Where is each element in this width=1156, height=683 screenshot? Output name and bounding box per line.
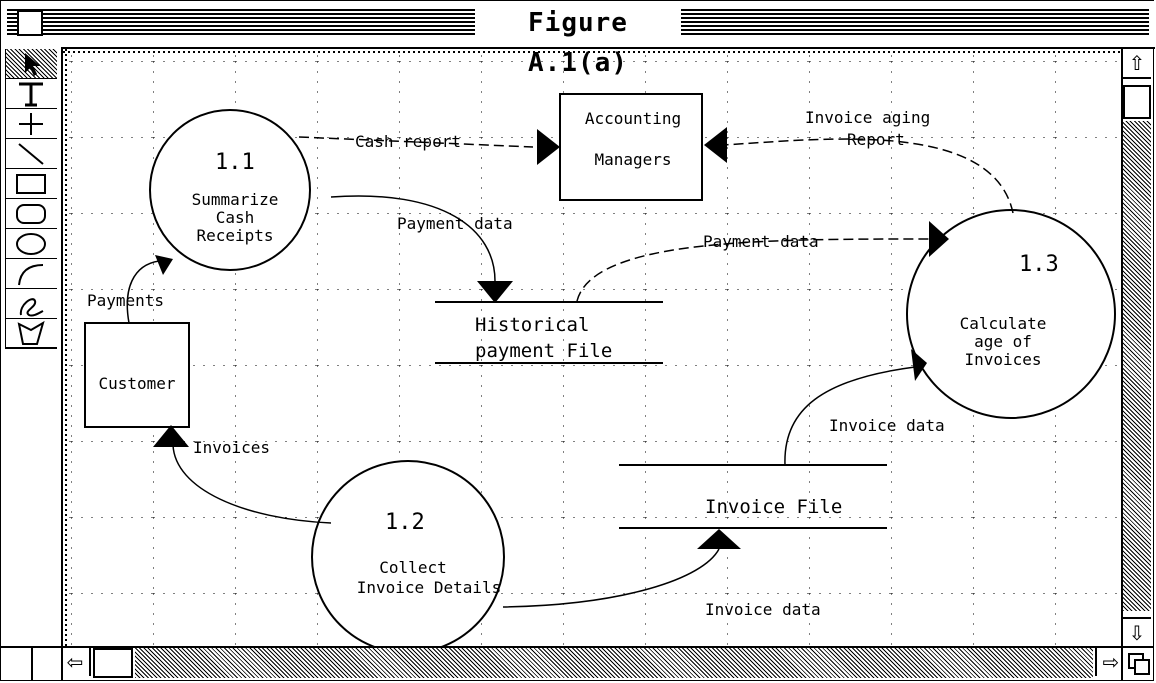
entity-customer[interactable]: Customer [84,322,190,428]
plus-icon [19,112,43,135]
process-1-1-id: 1.1 [215,150,255,175]
store-historical-payment-file[interactable]: Historical payment File [435,301,663,364]
polygon-icon [17,320,45,345]
historical-label-2: payment File [475,340,612,362]
vertical-scroll-thumb[interactable] [1123,85,1151,119]
arc-icon [18,263,44,285]
process-1-1-label-3: Receipts [196,226,273,245]
flow-cash-report-label: Cash report [355,132,461,151]
flow-payment-data-2-label: Payment data [703,232,819,251]
historical-label-1: Historical [475,314,589,336]
text-tool[interactable] [5,79,57,109]
polygon-tool[interactable] [5,319,57,349]
text-T-icon [19,82,43,106]
flow-payment-data-to-1-3[interactable]: Payment data [576,221,949,302]
flow-invoice-aging-report[interactable]: Invoice aging Report [704,108,1014,214]
process-1-3[interactable]: 1.3 Calculate age of Invoices [906,209,1116,419]
vertical-scrollbar[interactable]: ⇧ ⇩ [1121,49,1153,647]
process-1-2-label-2: Invoice Details [357,578,502,597]
oval-tool[interactable] [5,229,57,259]
process-1-1[interactable]: 1.1 Summarize Cash Receipts [149,109,311,271]
process-1-3-label-1: Calculate [960,314,1047,333]
process-1-2-id: 1.2 [385,510,425,535]
scroll-left-arrow-icon[interactable]: ⇦ [61,648,91,676]
line-tool[interactable] [5,139,57,169]
store-invoice-file[interactable]: Invoice File [619,464,887,529]
flow-payment-data-to-store[interactable]: Payment data [330,195,513,303]
process-1-3-label-2: age of [974,332,1032,351]
arrow-tool[interactable] [5,49,57,79]
palette-edge [1,49,6,347]
data-flow-diagram[interactable]: 1.1 Summarize Cash Receipts 1.2 Collect … [63,49,1123,649]
invoice-file-label: Invoice File [705,496,842,518]
arrowhead-to-1-3-top [929,221,949,257]
vertical-scroll-track[interactable] [1123,121,1151,611]
process-1-2-label-1: Collect [379,558,446,577]
accounting-label-1: Accounting [585,109,681,128]
resize-box-icon[interactable] [1121,646,1153,680]
rounded-rectangle-icon [16,203,46,224]
process-1-2[interactable]: 1.2 Collect Invoice Details [311,460,505,649]
arc-tool[interactable] [5,259,57,289]
diagram-canvas[interactable]: 1.1 Summarize Cash Receipts 1.2 Collect … [63,49,1123,649]
horizontal-scroll-thumb[interactable] [93,648,133,678]
rounded-rectangle-tool[interactable] [5,199,57,229]
orthogonal-line-tool[interactable] [5,109,57,139]
flow-invoice-aging-label-2: Report [847,130,905,149]
scroll-down-arrow-icon[interactable]: ⇩ [1123,617,1151,647]
rectangle-icon [16,173,46,194]
arrowhead-to-historical [477,281,513,303]
flow-invoice-data-to-store[interactable]: Invoice data [502,529,821,619]
arrowhead-to-invoice-file [697,529,741,549]
arrowhead-to-customer [153,425,189,447]
entity-accounting-managers[interactable]: Accounting Managers [559,93,703,201]
horizontal-scroll-track[interactable] [135,648,1093,678]
arrowhead-to-1-3-left [911,349,927,381]
flow-invoice-data-to-1-3[interactable]: Invoice data [784,349,945,466]
rectangle-tool[interactable] [5,169,57,199]
tool-palette [1,47,63,647]
freehand-icon [19,297,44,316]
horizontal-scrollbar[interactable]: ⇦ ⇨ [61,646,1125,680]
window-title: Figure A.1(a) [475,3,681,78]
scroll-right-arrow-icon[interactable]: ⇨ [1095,648,1125,676]
arrow-pointer-icon [25,52,40,76]
flow-payments-label: Payments [87,291,164,310]
palette-footer-divider [31,648,33,680]
flow-invoice-data-1-label: Invoice data [829,416,945,435]
palette-footer [1,646,63,680]
oval-icon [16,232,46,255]
process-1-1-label-1: Summarize [192,190,279,209]
flow-invoice-aging-label-1: Invoice aging [805,108,930,127]
customer-label: Customer [98,374,175,393]
process-1-1-label-2: Cash [216,208,255,227]
flow-cash-report[interactable]: Cash report [298,129,560,165]
flow-payments[interactable]: Payments [87,255,173,324]
scroll-up-arrow-icon[interactable]: ⇧ [1123,49,1151,79]
arrowhead-to-1-1 [155,255,173,275]
process-1-3-id: 1.3 [1019,252,1059,277]
arrowhead-to-accounting [537,129,560,165]
flow-payment-data-1-label: Payment data [397,214,513,233]
close-box-icon[interactable] [17,10,43,36]
process-1-3-label-3: Invoices [964,350,1041,369]
accounting-label-2: Managers [594,150,671,169]
diagonal-line-icon [18,142,44,165]
title-bar[interactable]: Figure A.1(a) [1,1,1155,78]
flow-invoice-data-2-label: Invoice data [705,600,821,619]
flow-invoices-label: Invoices [193,438,270,457]
freehand-tool[interactable] [5,289,57,319]
flow-invoices[interactable]: Invoices [153,425,332,524]
arrowhead-from-1-3 [704,127,727,163]
